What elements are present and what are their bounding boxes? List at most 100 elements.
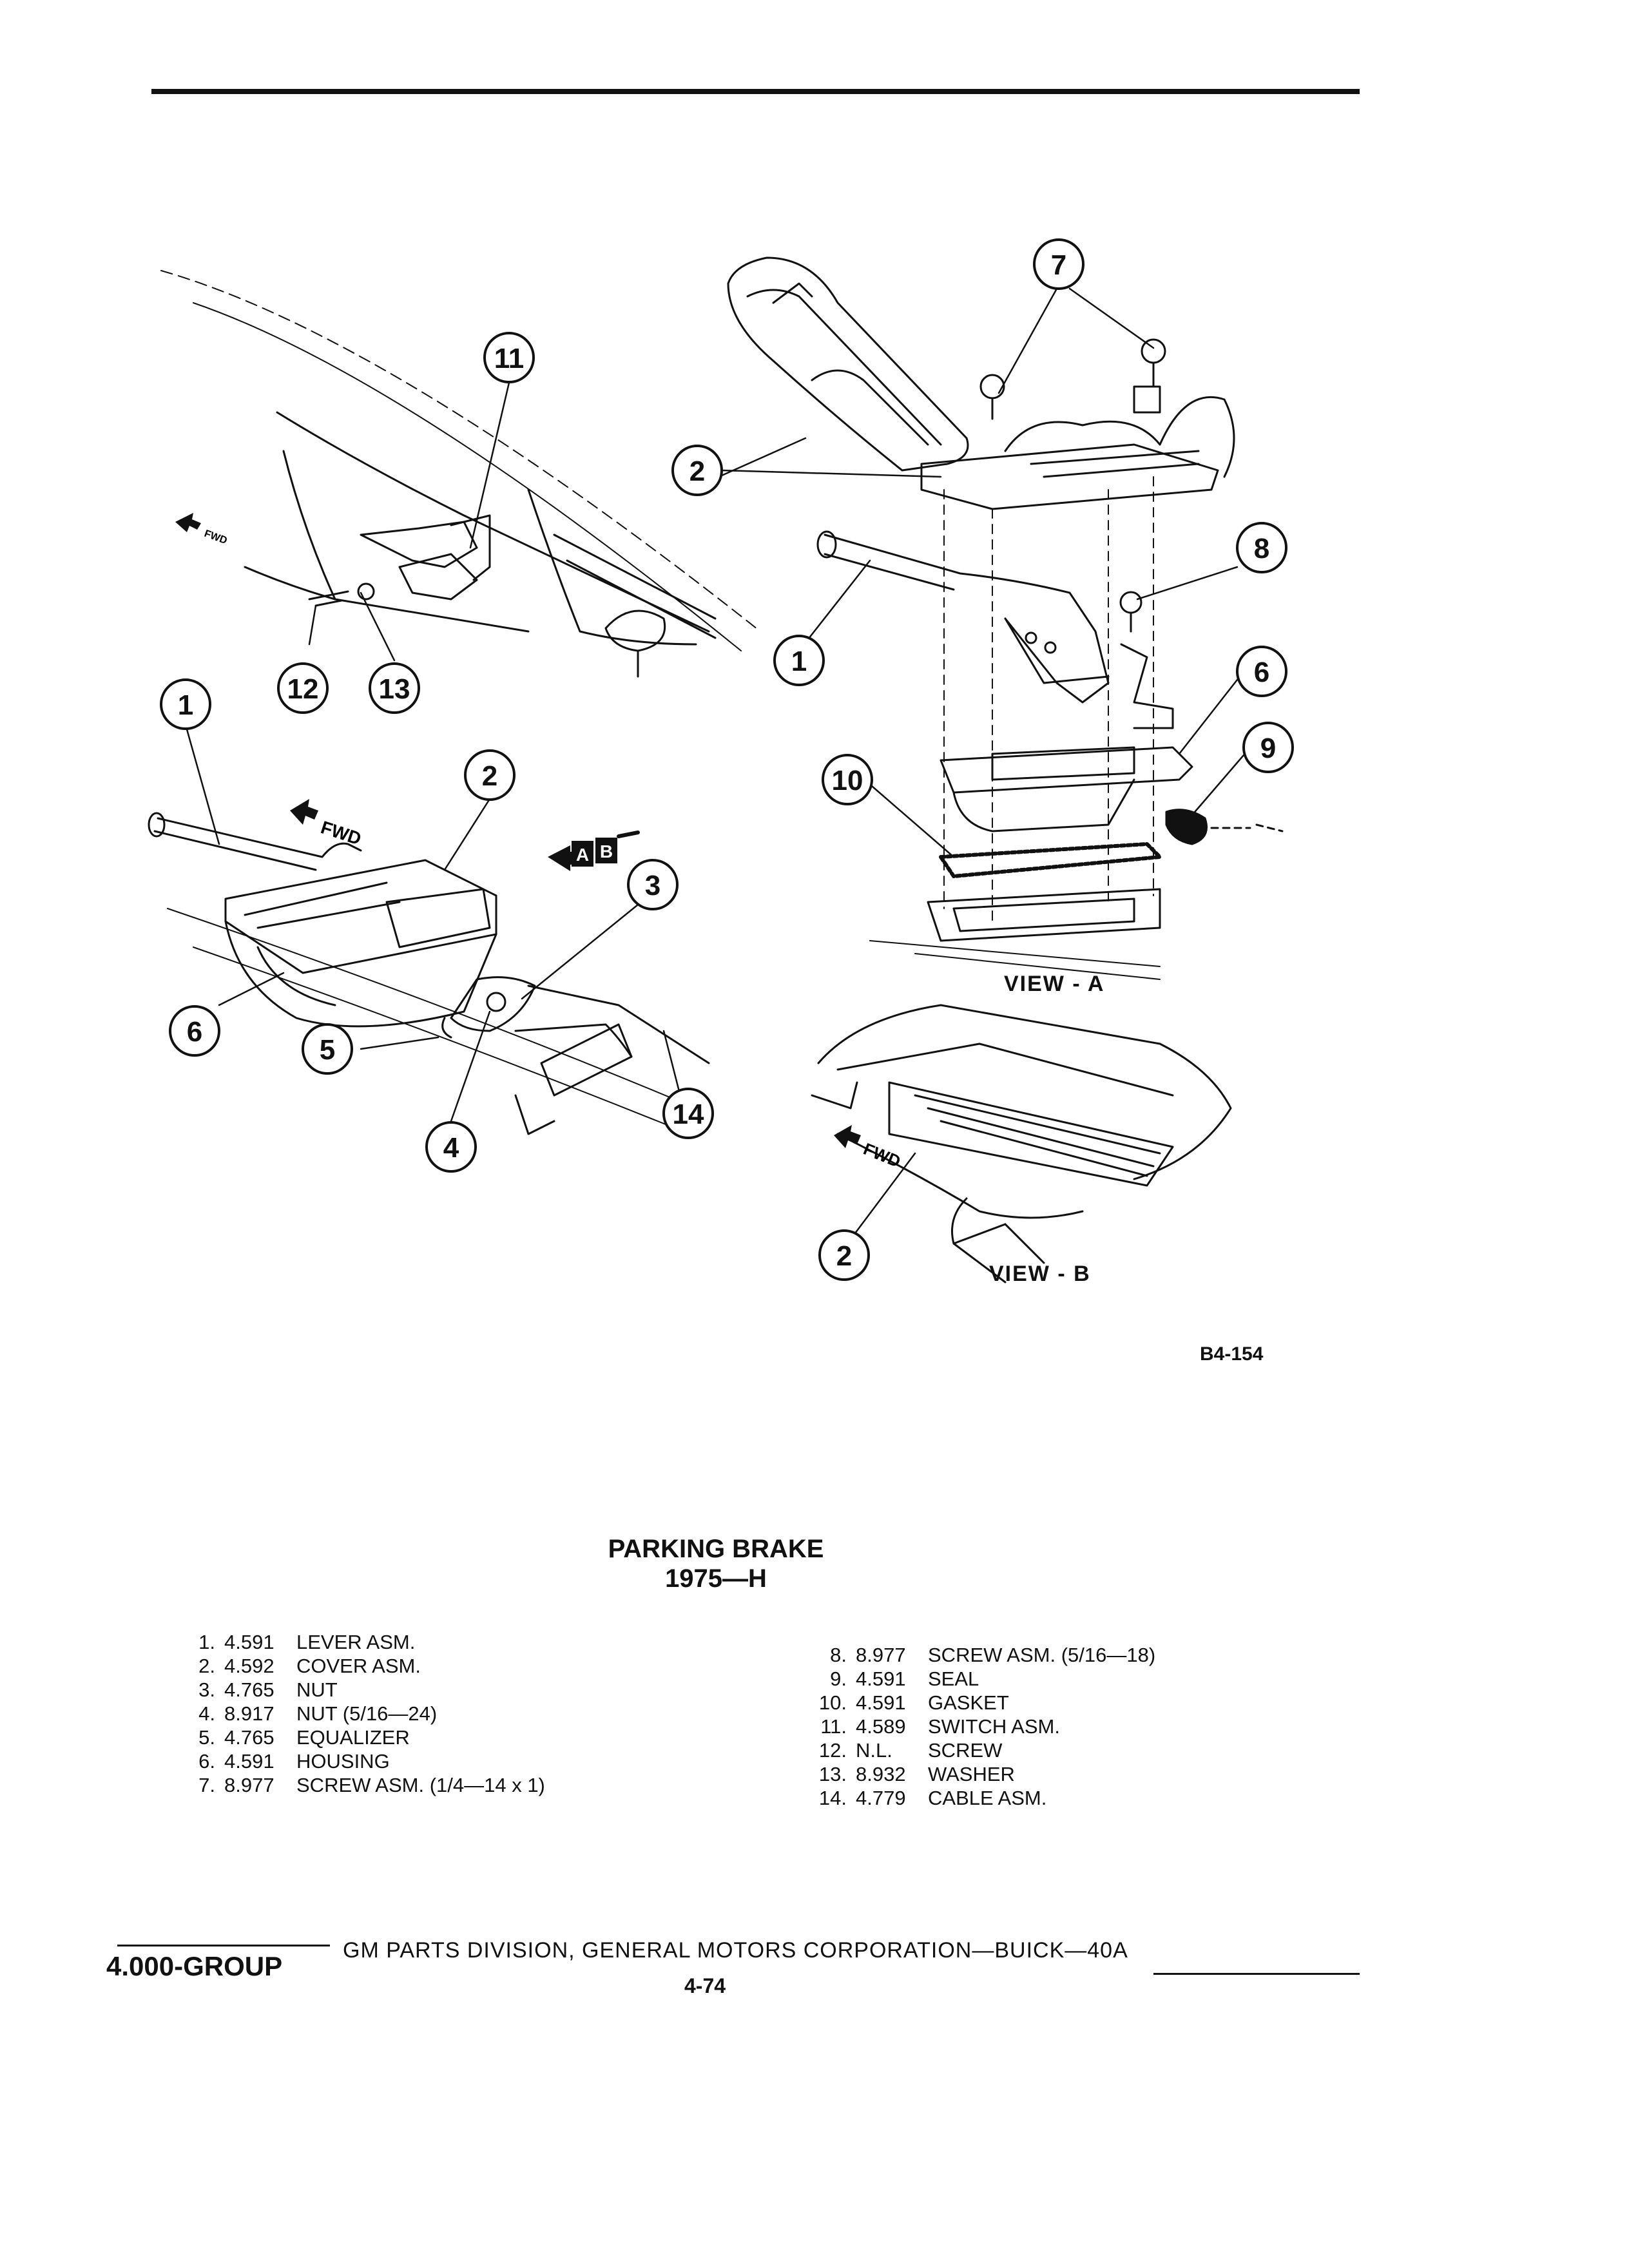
leader-lines <box>186 287 1245 1245</box>
part-number: 13. <box>818 1763 847 1785</box>
callout-14 <box>662 1088 714 1139</box>
part-description: SWITCH ASM. <box>928 1715 1060 1738</box>
callout-label: 6 <box>187 1016 202 1048</box>
view-arrow-letter-b: B <box>600 841 613 861</box>
callout-label: 9 <box>1260 733 1276 764</box>
view-b-drawing <box>811 1004 1232 1283</box>
part-code: 8.977 <box>856 1644 906 1666</box>
callout-1 <box>773 635 825 686</box>
callout-12 <box>277 662 329 714</box>
part-number: 8. <box>830 1644 847 1666</box>
callout-label: 1 <box>791 646 807 677</box>
page-title: PARKING BRAKE <box>608 1535 824 1563</box>
view-b-label: VIEW - B <box>989 1262 1091 1286</box>
part-code: 4.765 <box>224 1726 275 1749</box>
fwd-arrow-icon <box>834 1125 861 1148</box>
lever-cover-housing-drawing <box>148 812 710 1135</box>
callout-2 <box>671 445 723 496</box>
part-description: HOUSING <box>296 1750 390 1773</box>
view-a-label: VIEW - A <box>1004 972 1105 996</box>
part-number: 6. <box>198 1750 215 1773</box>
part-number: 3. <box>198 1678 215 1701</box>
callout-10 <box>822 754 873 805</box>
part-description: COVER ASM. <box>296 1655 421 1677</box>
callout-label: 11 <box>494 343 525 374</box>
callout-label: 5 <box>320 1034 335 1066</box>
callout-6 <box>169 1005 220 1057</box>
part-code: 4.589 <box>856 1715 906 1738</box>
callout-5 <box>302 1023 353 1075</box>
callout-label: 8 <box>1254 533 1269 564</box>
callout-8 <box>1236 522 1287 573</box>
list-item: 3. 4.765 NUT <box>174 1678 545 1702</box>
figure-code: B4-154 <box>1200 1343 1264 1365</box>
part-description: SCREW <box>928 1739 1003 1762</box>
callout-1 <box>160 678 211 730</box>
fwd-label: FWD <box>861 1139 903 1171</box>
part-number: 1. <box>198 1631 215 1653</box>
list-item: 8. 8.977 SCREW ASM. (5/16—18) <box>805 1643 1155 1667</box>
switch-installation-drawing <box>160 270 761 678</box>
part-number: 9. <box>830 1667 847 1690</box>
callout-label: 1 <box>178 689 193 721</box>
footer-rule-right <box>1153 1973 1360 1975</box>
part-number: 14. <box>818 1787 847 1809</box>
view-a-drawing <box>727 256 1284 980</box>
part-code: 4.765 <box>224 1678 275 1701</box>
part-code: 4.591 <box>224 1631 275 1653</box>
callout-label: 2 <box>689 456 705 487</box>
list-item: 7. 8.977 SCREW ASM. (1/4—14 x 1) <box>174 1773 545 1797</box>
callout-9 <box>1242 722 1294 773</box>
list-item: 13. 8.932 WASHER <box>805 1762 1155 1786</box>
callout-6 <box>1236 646 1287 697</box>
footer-group: 4.000-GROUP <box>106 1951 283 1981</box>
part-number: 5. <box>198 1726 215 1749</box>
view-arrow-letter-a: A <box>576 845 589 865</box>
list-item: 12.N.L.SCREW <box>805 1738 1155 1762</box>
fwd-arrow-icon <box>175 513 201 532</box>
part-number: 11. <box>820 1715 847 1738</box>
part-description: WASHER <box>928 1763 1015 1785</box>
part-description: NUT <box>296 1678 338 1701</box>
part-number: 4. <box>198 1702 215 1725</box>
callout-11 <box>483 332 535 383</box>
callout-label: 14 <box>673 1099 704 1130</box>
part-code: 4.591 <box>224 1750 275 1773</box>
callout-2 <box>818 1229 870 1281</box>
list-item: 11. 4.589 SWITCH ASM. <box>805 1715 1155 1738</box>
part-description: GASKET <box>928 1691 1009 1714</box>
footer-text: GM PARTS DIVISION, GENERAL MOTORS CORPOR… <box>343 1938 1128 1963</box>
callout-7 <box>1033 238 1084 290</box>
callout-label: 4 <box>443 1132 459 1164</box>
callout-label: 10 <box>832 765 863 796</box>
callout-label: 13 <box>379 673 410 705</box>
view-direction-arrow-icon <box>548 831 640 871</box>
callout-13 <box>369 662 420 714</box>
fwd-label: FWD <box>203 528 229 546</box>
callout-label: 6 <box>1254 657 1269 688</box>
page-number: 4-74 <box>684 1974 726 1997</box>
callout-label: 7 <box>1051 249 1066 281</box>
part-number: 10. <box>818 1691 847 1714</box>
part-code: 8.932 <box>856 1763 906 1785</box>
callout-label: 2 <box>482 760 497 792</box>
part-code: 8.977 <box>224 1774 275 1796</box>
callout-3 <box>627 859 679 910</box>
part-description: SCREW ASM. (5/16—18) <box>928 1644 1156 1666</box>
list-item: 5. 4.765 EQUALIZER <box>174 1725 545 1749</box>
callout-2 <box>464 749 516 801</box>
page-subtitle: 1975—H <box>665 1564 767 1593</box>
callout-label: 2 <box>836 1240 852 1272</box>
part-description: EQUALIZER <box>296 1726 410 1749</box>
footer-rule-left <box>117 1945 330 1946</box>
callout-labels: 11 12 13 1 2 6 5 4 3 14 7 2 1 8 6 9 10 2 <box>178 249 1276 1272</box>
part-number: 7. <box>198 1774 215 1796</box>
part-description: SCREW ASM. (1/4—14 x 1) <box>296 1774 545 1796</box>
fwd-arrow-icon <box>290 799 318 825</box>
